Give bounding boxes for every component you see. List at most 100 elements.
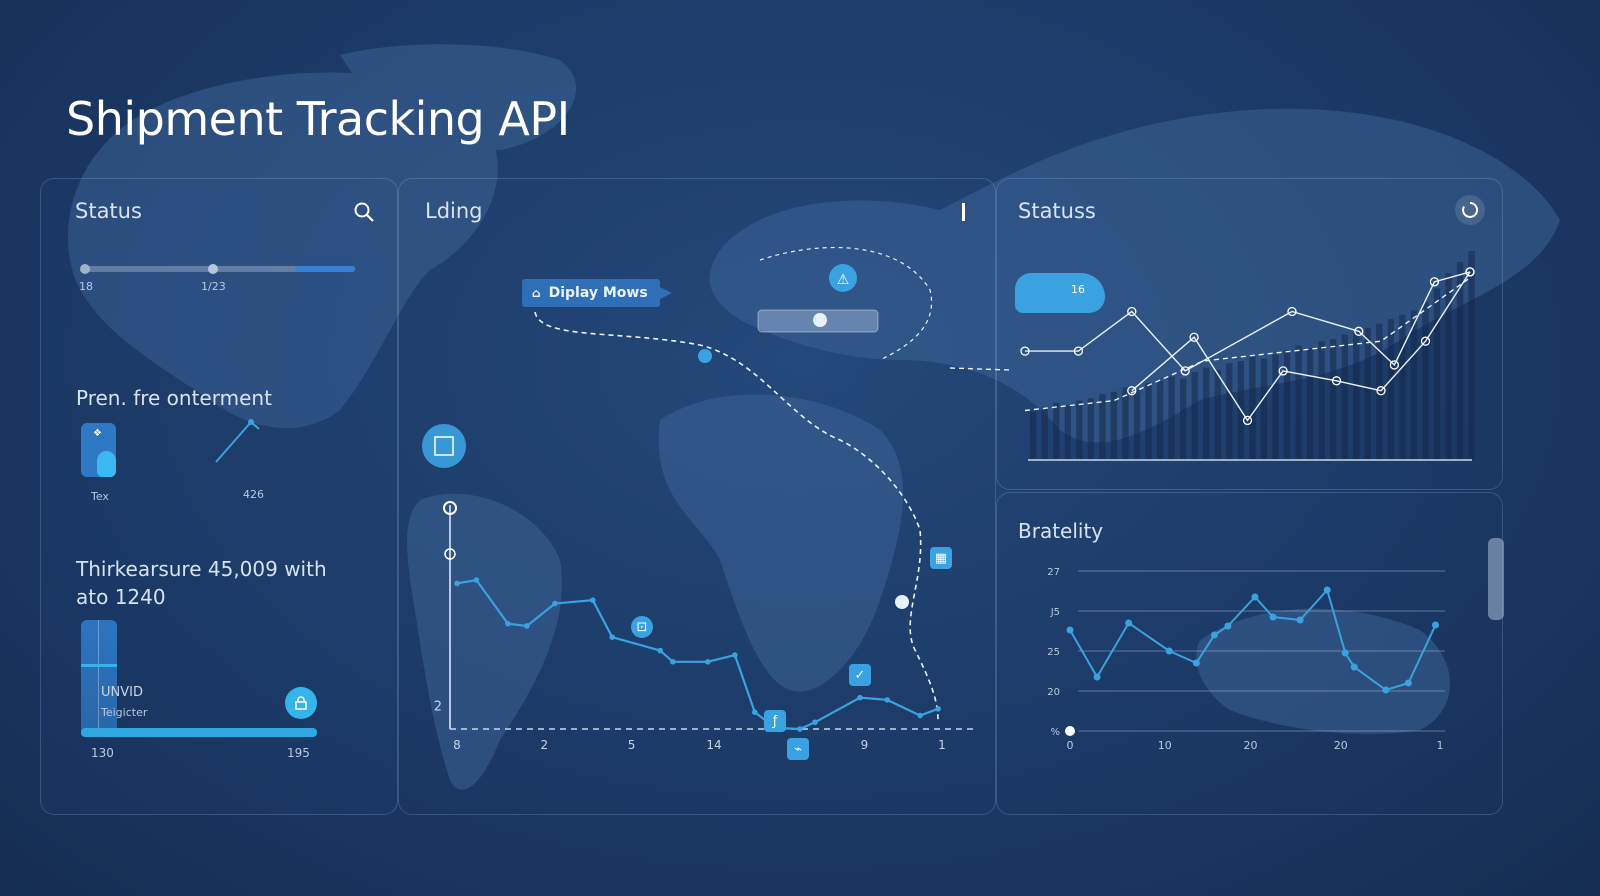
data-point (1404, 679, 1412, 687)
data-point (657, 647, 664, 654)
data-point (1354, 326, 1364, 336)
slider-label-start: 18 (79, 280, 93, 293)
waypoint-marker (444, 548, 456, 560)
data-point (524, 623, 530, 629)
x-tick-label: 2 (540, 738, 548, 752)
origin-point (1065, 726, 1075, 736)
bar-sublabel: Teigicter (101, 706, 148, 719)
scrollbar[interactable] (1488, 538, 1504, 620)
status-slider[interactable] (80, 264, 355, 274)
bar (1168, 376, 1175, 460)
route-tooltip[interactable]: ⌂ Diplay Mows (522, 279, 672, 307)
connector-route (949, 367, 1011, 371)
bar (1226, 363, 1233, 460)
status-title: Status (75, 199, 142, 223)
bar (1053, 402, 1060, 460)
bar (1295, 345, 1302, 460)
delivered-check-marker[interactable]: ✓ (849, 664, 871, 686)
data-point (1341, 649, 1349, 657)
origin-marker (443, 501, 457, 515)
bratelity-panel: Bratelity (996, 492, 1503, 815)
bar (1249, 356, 1256, 460)
data-point (1431, 621, 1439, 629)
data-point (1465, 267, 1475, 277)
data-point (473, 577, 480, 583)
data-point (751, 709, 758, 715)
data-point (1093, 673, 1101, 681)
metric-line-1: Thirkearsure 45,009 with (76, 557, 327, 581)
port-marker[interactable] (698, 349, 712, 363)
refresh-icon (1462, 201, 1479, 218)
data-point (1125, 619, 1133, 627)
data-point (917, 712, 923, 719)
bar (1272, 354, 1279, 460)
slider-handle-mid[interactable] (208, 264, 218, 274)
data-point (1429, 277, 1440, 287)
data-point (1073, 346, 1084, 356)
data-point (505, 620, 511, 627)
data-point (1210, 631, 1218, 639)
bar (1030, 411, 1037, 460)
x-tick-label: 20 (1334, 739, 1348, 752)
series-line-solid-a (1025, 271, 1471, 372)
bar (1422, 301, 1429, 460)
y-tick-label: % (1050, 727, 1060, 738)
x-tick-label: 1 (938, 738, 946, 752)
data-point (609, 634, 615, 640)
bar (1133, 389, 1141, 460)
alert-marker[interactable] (829, 264, 857, 292)
data-point (1251, 593, 1259, 601)
statuss-title: Statuss (1018, 199, 1096, 223)
data-point (1127, 386, 1137, 396)
data-point (670, 659, 676, 665)
x-tick-label: 1 (1437, 739, 1444, 752)
bar (1260, 358, 1268, 460)
lock-button[interactable] (285, 687, 317, 719)
location-pin[interactable] (813, 313, 827, 327)
data-point (1287, 306, 1297, 317)
slider-handle-start[interactable] (80, 264, 90, 274)
data-point (590, 597, 596, 603)
data-point (797, 726, 803, 732)
mini-card[interactable]: ❖ (81, 423, 116, 477)
lock-icon (295, 696, 307, 710)
data-point (1376, 386, 1386, 396)
refresh-button[interactable] (1455, 195, 1485, 225)
axis-end: 195 (287, 746, 310, 760)
checkpoint-marker[interactable] (895, 595, 909, 609)
bar (1410, 310, 1418, 460)
lock-marker[interactable]: ⊡ (631, 616, 653, 638)
bar (1087, 398, 1095, 460)
data-point (1269, 613, 1277, 621)
bar (1341, 334, 1348, 460)
bar (1041, 407, 1048, 460)
panel-menu-handle[interactable] (962, 203, 965, 221)
bar (1203, 367, 1210, 460)
data-point (1420, 336, 1431, 346)
cluster-icon: ❖ (93, 428, 102, 439)
x-tick-label: 14 (706, 738, 721, 752)
data-point (1165, 647, 1173, 655)
bar (1433, 288, 1441, 460)
series-line (1069, 587, 1437, 692)
bar (1122, 387, 1129, 460)
warehouse-marker[interactable] (422, 424, 466, 468)
data-point (1389, 360, 1400, 370)
bar (1468, 251, 1475, 460)
y-tick-label: 20 (1047, 687, 1060, 698)
data-point (812, 719, 818, 726)
tracking-map-panel: Lding (398, 178, 996, 815)
warehouse-icon: ⌂ (532, 286, 541, 300)
data-point (1020, 346, 1030, 356)
page-title: Shipment Tracking API (66, 92, 570, 146)
bratelity-title: Bratelity (1018, 519, 1104, 543)
search-button[interactable] (349, 197, 379, 227)
data-point (704, 659, 711, 665)
building-marker[interactable]: ▦ (930, 547, 952, 569)
svg-text:⚠: ⚠ (837, 272, 850, 288)
x-tick-label: 10 (1158, 739, 1172, 752)
ship-marker[interactable]: ⌁ (787, 738, 809, 760)
truck-marker[interactable]: ƒ (764, 710, 786, 732)
